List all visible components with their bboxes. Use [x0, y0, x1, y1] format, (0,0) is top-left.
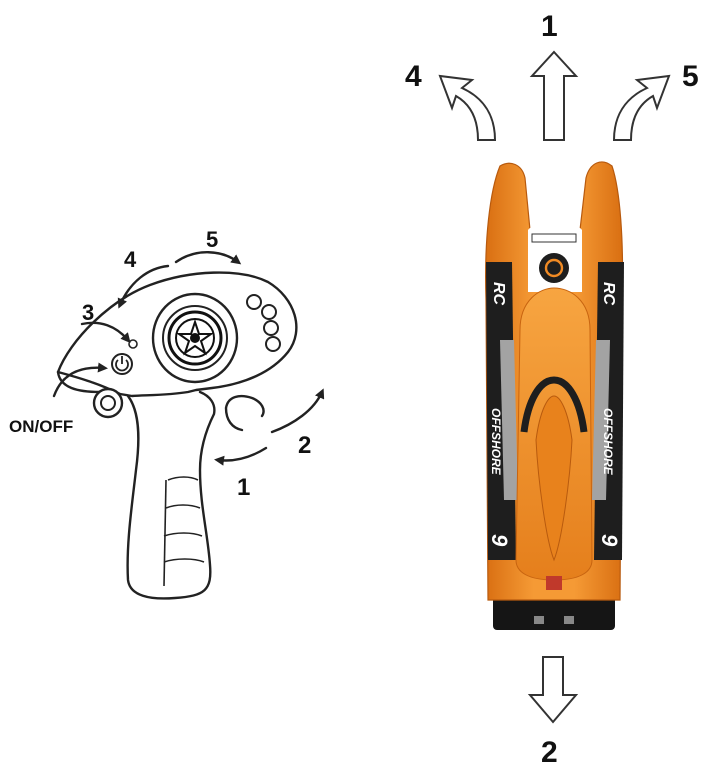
label-1: 1 — [237, 474, 250, 501]
power-knob[interactable] — [92, 387, 124, 419]
label-5: 5 — [206, 227, 218, 252]
dir-label-reverse: 2 — [541, 736, 558, 769]
bow-logo — [539, 253, 569, 283]
reverse-arrow — [527, 656, 579, 724]
transmitter-grip-outline — [126, 390, 216, 600]
label-3: 3 — [82, 300, 94, 325]
cockpit-outline — [520, 376, 588, 433]
forward-arrow — [529, 50, 579, 141]
arrow-on-off — [52, 362, 108, 398]
turn-left-arrow — [438, 74, 497, 141]
rc-transmitter: 5 4 3 ON/OFF 2 1 — [9, 227, 325, 600]
label-on-off: ON/OFF — [9, 417, 73, 436]
indicator-led — [128, 339, 138, 349]
arrow-4 — [117, 264, 170, 309]
decal-rc-right: RC — [600, 282, 617, 306]
boat-stern — [493, 596, 615, 630]
label-2: 2 — [298, 432, 311, 459]
decal-number-right: 9 — [597, 534, 622, 547]
throttle-trigger[interactable] — [224, 394, 265, 432]
rc-boat-top-view: RC RC OFFSHORE OFFSHORE 9 9 — [485, 161, 624, 630]
decal-offshore-left: OFFSHORE — [489, 408, 503, 476]
label-4: 4 — [124, 247, 137, 272]
decal-rc-left: RC — [490, 282, 507, 306]
arrow-2 — [270, 388, 325, 434]
dir-label-right: 5 — [682, 60, 699, 93]
steering-wheel[interactable] — [167, 310, 223, 366]
turn-right-arrow — [612, 74, 671, 141]
right-grey-stripe — [592, 340, 610, 500]
right-vent — [596, 524, 608, 556]
left-vent — [502, 524, 514, 556]
power-button[interactable] — [111, 353, 133, 375]
decal-offshore-right: OFFSHORE — [601, 408, 615, 476]
dir-label-forward: 1 — [541, 10, 558, 43]
cockpit-canopy — [535, 395, 573, 562]
arrow-5 — [174, 251, 242, 265]
direction-arrows: 1 4 5 2 — [405, 10, 699, 769]
trim-buttons[interactable] — [246, 294, 281, 352]
bow-badge-strip — [531, 233, 577, 243]
arrow-3 — [80, 321, 131, 344]
dir-label-left: 4 — [405, 60, 422, 93]
left-grey-stripe — [500, 340, 518, 500]
arrow-1 — [214, 446, 268, 466]
transmitter-body-outline — [56, 271, 298, 398]
decal-number-left: 9 — [487, 534, 512, 547]
